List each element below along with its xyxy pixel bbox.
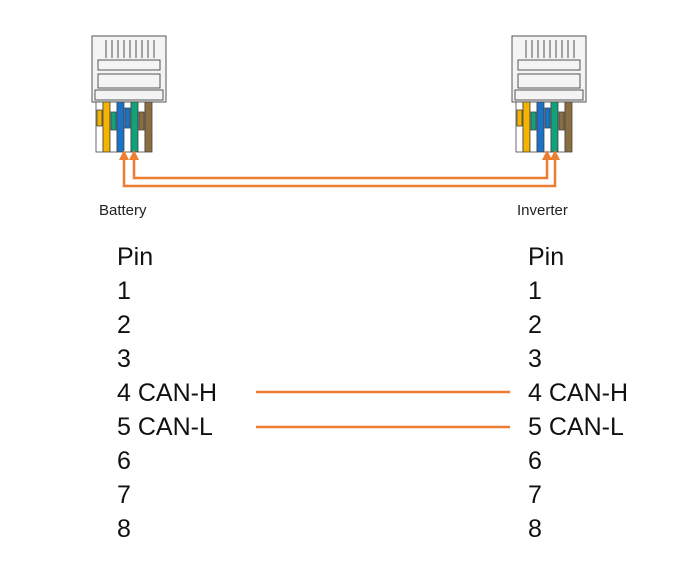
pin-7: 7 xyxy=(528,481,542,509)
pin-3: 3 xyxy=(117,345,131,373)
pin-6: 6 xyxy=(117,447,131,475)
connector-wires xyxy=(122,156,557,188)
pin-1: 1 xyxy=(117,277,131,305)
pin-5-can-l: 5 CAN-L xyxy=(117,413,213,441)
pin-4-can-h: 4 CAN-H xyxy=(528,379,629,407)
pin-8: 8 xyxy=(117,515,131,543)
right-rj45-connector xyxy=(511,35,587,153)
inverter-label: Inverter xyxy=(517,202,568,219)
pin-4-can-h: 4 CAN-H xyxy=(117,379,218,407)
pin-2: 2 xyxy=(528,311,542,339)
pin-6: 6 xyxy=(528,447,542,475)
inverter-pin-list: Pin 1 2 3 4 CAN-H 5 CAN-L 6 7 8 xyxy=(528,240,628,546)
wire-arrows xyxy=(119,150,560,160)
pin-header: Pin xyxy=(528,243,565,271)
pin-5-can-l: 5 CAN-L xyxy=(528,413,624,441)
pin-7: 7 xyxy=(117,481,131,509)
battery-label: Battery xyxy=(99,202,147,219)
battery-pin-list: Pin 1 2 3 4 CAN-H 5 CAN-L 6 7 8 xyxy=(117,240,217,546)
pin-header: Pin xyxy=(117,243,154,271)
pin-1: 1 xyxy=(528,277,542,305)
pin-2: 2 xyxy=(117,311,131,339)
pin-3: 3 xyxy=(528,345,542,373)
pin-8: 8 xyxy=(528,515,542,543)
left-rj45-connector xyxy=(91,35,167,153)
